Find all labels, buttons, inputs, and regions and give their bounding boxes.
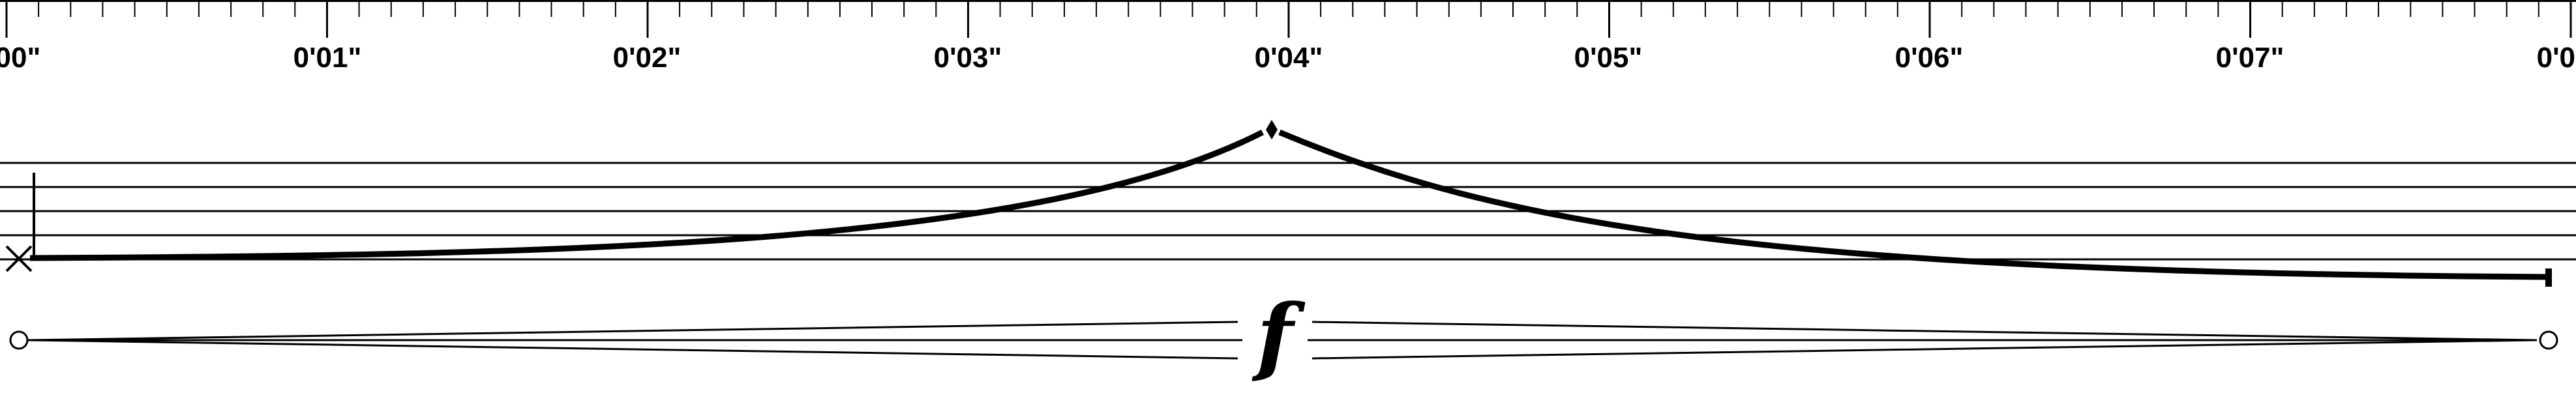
diamond-notehead-icon: [1266, 120, 1278, 139]
ruler-ticks: [5, 0, 2572, 38]
crescendo-upper-line: [27, 321, 1238, 341]
ruler-labels: 0'00" 0'01" 0'02" 0'03" 0'04" 0'05" 0'06…: [0, 42, 2576, 74]
end-bar-icon: [2545, 268, 2552, 287]
time-label-7: 0'07": [2216, 42, 2284, 74]
note-start: [5, 173, 35, 272]
time-label-8: 0'08": [2537, 42, 2576, 74]
decrescendo-lower-line: [1311, 339, 2538, 360]
time-label-5: 0'05": [1574, 42, 1643, 74]
staff: [0, 162, 2576, 261]
time-label-2: 0'02": [613, 42, 681, 74]
dynamics-hairpin: [9, 306, 2558, 377]
crescendo-lower-line: [27, 339, 1238, 360]
hairpin-end-circle-icon: [2539, 330, 2558, 350]
decrescendo-upper-line: [1311, 321, 2538, 341]
glissando-fall: [1278, 129, 2547, 280]
x-notehead-icon: [5, 245, 33, 272]
time-label-1: 0'01": [293, 42, 362, 74]
time-label-0: 0'00": [0, 42, 40, 74]
time-label-4: 0'04": [1255, 42, 1323, 74]
glissando-rise: [29, 129, 1265, 261]
glissando: [29, 120, 2552, 287]
hairpin-start-circle-icon: [9, 330, 29, 350]
dynamic-mark-backdrop: [1242, 306, 1308, 377]
time-ruler: 0'00" 0'01" 0'02" 0'03" 0'04" 0'05" 0'06…: [0, 0, 2576, 74]
time-label-3: 0'03": [934, 42, 1002, 74]
time-label-6: 0'06": [1895, 42, 1964, 74]
